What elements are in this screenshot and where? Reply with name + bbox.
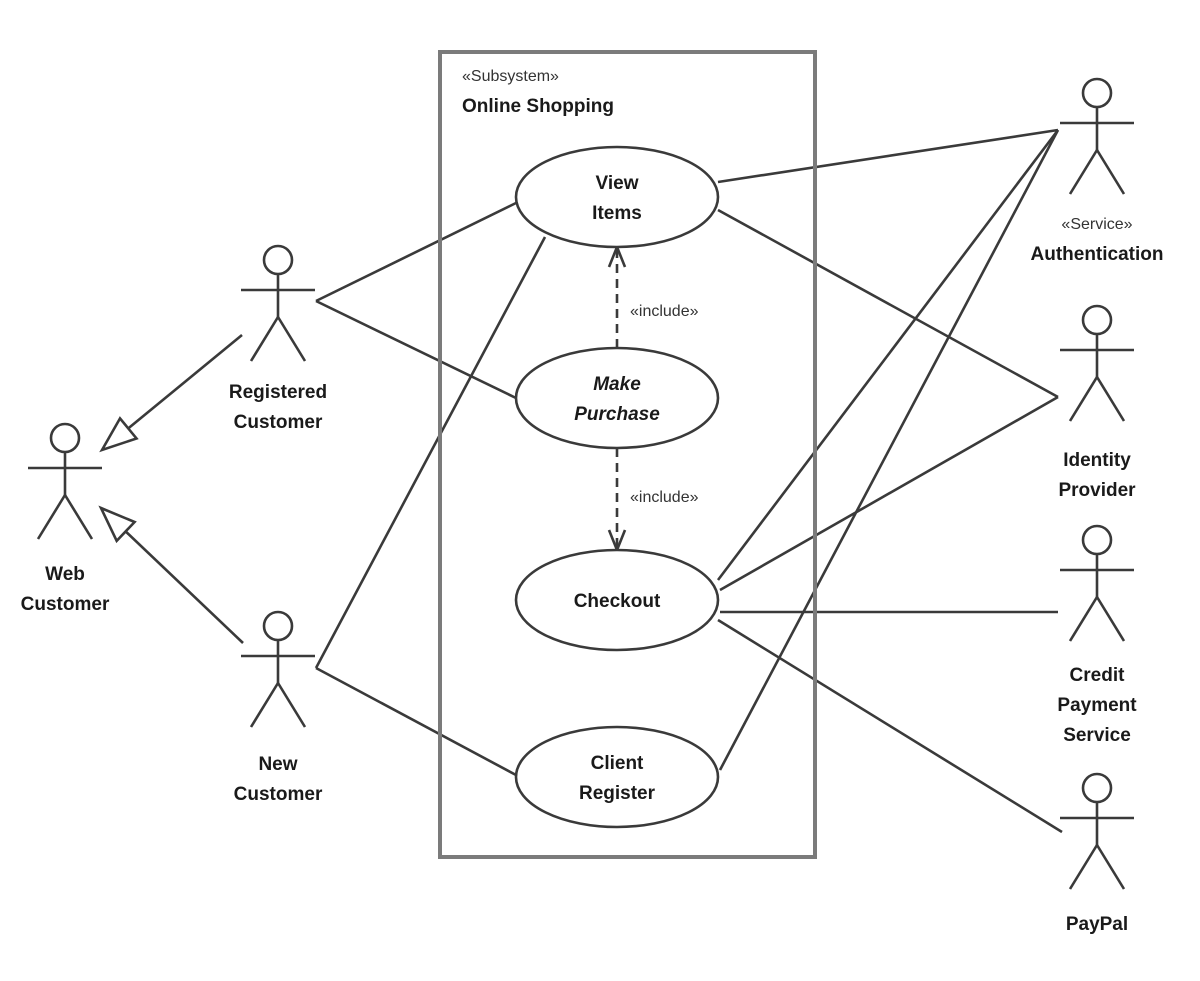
actor-label: Customer bbox=[21, 594, 110, 615]
actor-paypal[interactable]: PayPal bbox=[1060, 772, 1134, 935]
actor-label: Service bbox=[1063, 725, 1131, 746]
stick-figure-icon bbox=[1060, 772, 1134, 890]
use-case-label: Register bbox=[579, 783, 656, 804]
use-case-label: Purchase bbox=[574, 404, 660, 425]
actor-label: Registered bbox=[229, 382, 327, 403]
actor-label: Identity bbox=[1063, 450, 1131, 471]
association-new-customer-view-items bbox=[314, 236, 547, 669]
use-case-ellipse bbox=[514, 548, 720, 652]
generalization-line bbox=[127, 333, 243, 430]
stick-figure-icon bbox=[28, 422, 102, 540]
use-case-label: Checkout bbox=[574, 591, 661, 612]
stick-figure-icon bbox=[241, 610, 315, 728]
use-case-label: Items bbox=[592, 203, 642, 224]
actor-label: Customer bbox=[234, 412, 323, 433]
stick-figure-icon bbox=[1060, 77, 1134, 195]
stick-figure-icon bbox=[241, 244, 315, 362]
actor-label: Payment bbox=[1057, 695, 1137, 716]
use-case-label: Client bbox=[591, 753, 644, 774]
actor-stereotype: «Service» bbox=[1061, 216, 1132, 233]
association-registered-customer-make-purchase bbox=[315, 299, 517, 400]
association-client-register-authentication bbox=[718, 129, 1060, 771]
use-case-ellipse bbox=[514, 725, 720, 829]
actor-layer: WebCustomerRegisteredCustomerNewCustomer… bbox=[21, 77, 1164, 935]
stick-figure-icon bbox=[1060, 524, 1134, 642]
subsystem-name: Online Shopping bbox=[462, 96, 614, 117]
generalization-registered-to-web bbox=[99, 333, 243, 453]
use-case-label: View bbox=[596, 173, 639, 194]
use-case-ellipse bbox=[514, 346, 720, 450]
include-label: «include» bbox=[630, 303, 699, 320]
actor-label: Authentication bbox=[1031, 244, 1164, 265]
actor-label: Web bbox=[45, 564, 85, 585]
actor-label: Provider bbox=[1058, 480, 1136, 501]
actor-label: Credit bbox=[1070, 665, 1126, 686]
association-new-customer-client-register bbox=[315, 666, 517, 777]
include-label: «include» bbox=[630, 489, 699, 506]
association-view-items-authentication bbox=[717, 128, 1059, 184]
actor-label: PayPal bbox=[1066, 914, 1128, 935]
use-case-checkout[interactable]: Checkout bbox=[514, 548, 720, 652]
include-make-purchase-view-items: «include» bbox=[607, 243, 699, 348]
generalization-new-to-web bbox=[98, 505, 244, 644]
generalization-arrowhead-icon bbox=[99, 416, 139, 453]
stick-figure-icon bbox=[1060, 304, 1134, 422]
subsystem-boundary: «Subsystem» Online Shopping bbox=[438, 50, 817, 859]
association-checkout-paypal bbox=[717, 618, 1063, 834]
association-checkout-authentication bbox=[716, 129, 1060, 581]
subsystem-stereotype: «Subsystem» bbox=[462, 68, 559, 85]
actor-label: Customer bbox=[234, 784, 323, 805]
association-checkout-identity-provider bbox=[719, 395, 1059, 592]
use-case-label: Make bbox=[593, 374, 641, 395]
subsystem-box bbox=[438, 50, 817, 859]
actor-authentication[interactable]: «Service» Authentication bbox=[1031, 77, 1164, 265]
use-case-ellipse bbox=[514, 145, 720, 249]
association-registered-customer-view-items bbox=[315, 201, 517, 303]
use-case-layer: ViewItemsMakePurchaseCheckoutClientRegis… bbox=[514, 145, 720, 829]
generalization-arrowhead-icon bbox=[98, 505, 137, 544]
association-view-items-identity-provider bbox=[717, 208, 1059, 399]
relationship-layer: «include» «include» bbox=[98, 128, 1063, 834]
include-make-purchase-checkout: «include» bbox=[607, 448, 699, 554]
actor-label: New bbox=[258, 754, 297, 775]
generalization-line bbox=[124, 530, 244, 644]
